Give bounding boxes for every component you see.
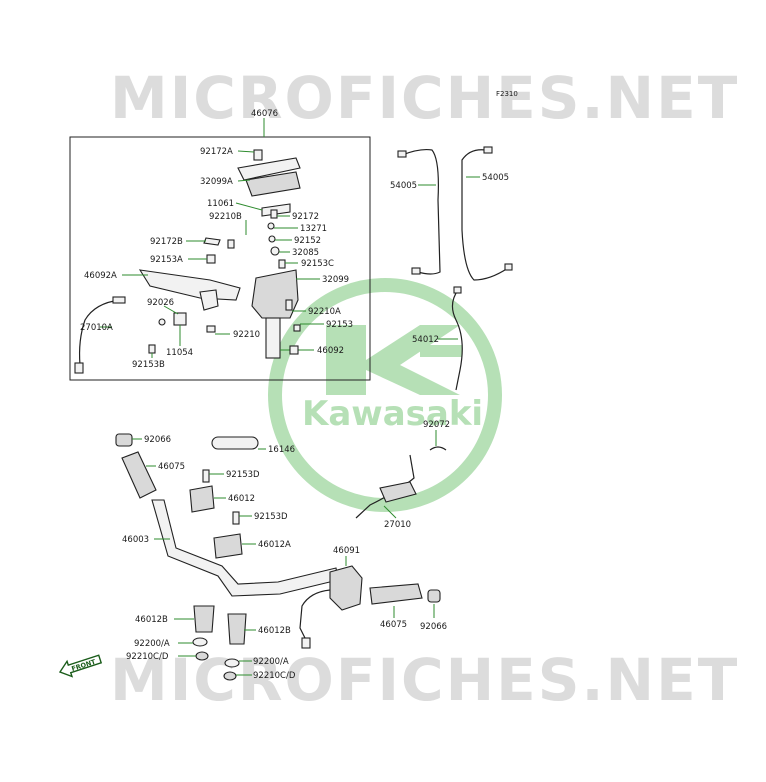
handlebar-clamps: 92153D 46012 92153D 46012A 46012B 46012B bbox=[135, 469, 291, 645]
label-27010: 27010 bbox=[384, 520, 411, 530]
label-13271: 13271 bbox=[300, 224, 327, 234]
label-54005-left: 54005 bbox=[390, 181, 417, 191]
label-92172B: 92172B bbox=[150, 237, 183, 247]
label-92210: 92210 bbox=[233, 330, 260, 340]
figure-code: F2310 bbox=[496, 90, 518, 98]
switch-housing-46091: 46091 bbox=[299, 546, 363, 649]
front-arrow: FRONT bbox=[58, 654, 103, 678]
label-46012A: 46012A bbox=[258, 540, 291, 550]
label-92200A-right: 92200/A bbox=[253, 657, 289, 667]
label-46012B-right: 46012B bbox=[258, 626, 291, 636]
label-92172A: 92172A bbox=[200, 147, 233, 157]
label-92210CD-right: 92210C/D bbox=[253, 671, 296, 681]
label-46003: 46003 bbox=[122, 535, 149, 545]
label-16146: 16146 bbox=[268, 445, 295, 455]
watermark-bottom: MICROFICHES.NET bbox=[110, 646, 739, 714]
label-92172: 92172 bbox=[292, 212, 319, 222]
label-46075-right: 46075 bbox=[380, 620, 407, 630]
label-46076: 46076 bbox=[251, 109, 278, 119]
assembly-frame bbox=[69, 136, 371, 381]
label-92153B: 92153B bbox=[132, 360, 165, 370]
choke-cable: 54012 bbox=[412, 286, 463, 391]
label-92153A: 92153A bbox=[150, 255, 183, 265]
label-92152: 92152 bbox=[294, 236, 321, 246]
label-92153D-1: 92153D bbox=[226, 470, 260, 480]
label-92200A-left: 92200/A bbox=[134, 639, 170, 649]
label-92066-right: 92066 bbox=[420, 622, 447, 632]
label-11054: 11054 bbox=[166, 348, 193, 358]
label-54012: 54012 bbox=[412, 335, 439, 345]
brake-switch-wire bbox=[74, 296, 126, 374]
label-92210B: 92210B bbox=[209, 212, 242, 222]
label-92066-left: 92066 bbox=[144, 435, 171, 445]
label-46012: 46012 bbox=[228, 494, 255, 504]
throttle-cables: 54005 54005 bbox=[390, 146, 513, 281]
label-27010A: 27010A bbox=[80, 323, 113, 333]
right-grip-parts: 46075 92066 bbox=[369, 583, 447, 632]
label-46012B-left: 46012B bbox=[135, 615, 168, 625]
left-grip-parts: 92066 46075 16146 bbox=[115, 433, 295, 499]
label-92153C: 92153C bbox=[301, 259, 334, 269]
label-54005-right: 54005 bbox=[482, 173, 509, 183]
handlebar: 46003 bbox=[122, 499, 339, 597]
clip-92072: 92072 bbox=[423, 420, 450, 451]
kawasaki-logo: Kawasaki bbox=[268, 278, 502, 512]
label-32099: 32099 bbox=[322, 275, 349, 285]
label-92026: 92026 bbox=[147, 298, 174, 308]
watermark-top: MICROFICHES.NET bbox=[110, 64, 739, 132]
label-32099A: 32099A bbox=[200, 177, 233, 187]
frame-labels: 92172A 32099A 11061 92210B 92172 13271 9… bbox=[80, 147, 353, 370]
label-92210A: 92210A bbox=[308, 307, 341, 317]
label-46091: 46091 bbox=[333, 546, 360, 556]
washers-bolts: 92200/A 92210C/D 92200/A 92210C/D bbox=[126, 637, 296, 681]
label-46075-left: 46075 bbox=[158, 462, 185, 472]
label-92072: 92072 bbox=[423, 420, 450, 430]
label-92153: 92153 bbox=[326, 320, 353, 330]
logo-brand-text: Kawasaki bbox=[302, 394, 483, 434]
label-46092: 46092 bbox=[317, 346, 344, 356]
label-92210CD-left: 92210C/D bbox=[126, 652, 169, 662]
label-46092A: 46092A bbox=[84, 271, 117, 281]
master-cylinder-parts bbox=[138, 149, 301, 359]
label-32085: 32085 bbox=[292, 248, 319, 258]
label-92153D-2: 92153D bbox=[254, 512, 288, 522]
switch-wire-27010: 27010 bbox=[355, 454, 417, 530]
label-11061: 11061 bbox=[207, 199, 234, 209]
